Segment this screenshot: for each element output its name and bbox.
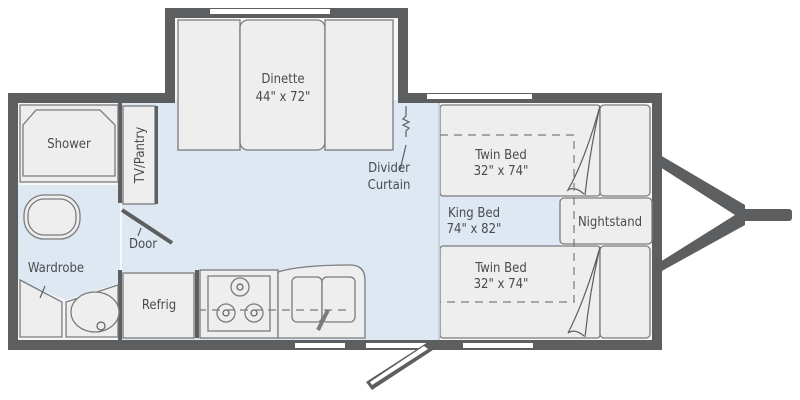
kitchen-sink-icon [198, 264, 366, 339]
king-bed-outline: King Bed 74" x 82" [440, 134, 575, 303]
window [427, 94, 532, 99]
refrigerator: Refrig [122, 272, 195, 339]
king-bed-label: King Bed [448, 206, 500, 221]
twin-bed-top: Twin Bed 32" x 74" [439, 104, 651, 197]
bathroom-door[interactable] [120, 208, 174, 245]
wardrobe-label: Wardrobe [28, 261, 84, 276]
refrig-label: Refrig [142, 298, 176, 313]
toilet-icon [23, 194, 81, 240]
wardrobe: Wardrobe [19, 261, 84, 338]
nightstand: Nightstand [559, 197, 653, 245]
twin-bed-top-label: Twin Bed [474, 148, 527, 163]
window [463, 343, 533, 348]
shower: Shower [19, 104, 119, 183]
curtain-label: Curtain [368, 178, 411, 193]
entry-door[interactable] [366, 342, 436, 390]
king-bed-area [440, 196, 560, 246]
tv-pantry: TV/Pantry [122, 105, 158, 205]
divider-label: Divider [368, 161, 410, 176]
shower-label: Shower [47, 137, 91, 152]
window [295, 343, 345, 348]
twin-bed-bottom-size: 32" x 74" [474, 277, 529, 292]
tv-pantry-label: TV/Pantry [133, 127, 148, 185]
window [210, 9, 330, 14]
trailer-hitch [660, 155, 792, 272]
dinette-label: Dinette [261, 72, 304, 87]
twin-bed-bottom: Twin Bed 32" x 74" [439, 245, 651, 339]
twin-bed-top-size: 32" x 74" [474, 164, 529, 179]
nightstand-label: Nightstand [578, 215, 642, 230]
divider-curtain-icon [399, 106, 411, 171]
stove-icon [195, 269, 279, 339]
door-label: Door [129, 237, 157, 252]
dinette-size: 44" x 72" [256, 90, 311, 105]
dinette: Dinette 44" x 72" [177, 19, 394, 151]
twin-bed-bottom-label: Twin Bed [474, 261, 527, 276]
window [366, 343, 426, 348]
king-bed-size: 74" x 82" [447, 222, 502, 237]
bathroom-sink [65, 284, 120, 338]
